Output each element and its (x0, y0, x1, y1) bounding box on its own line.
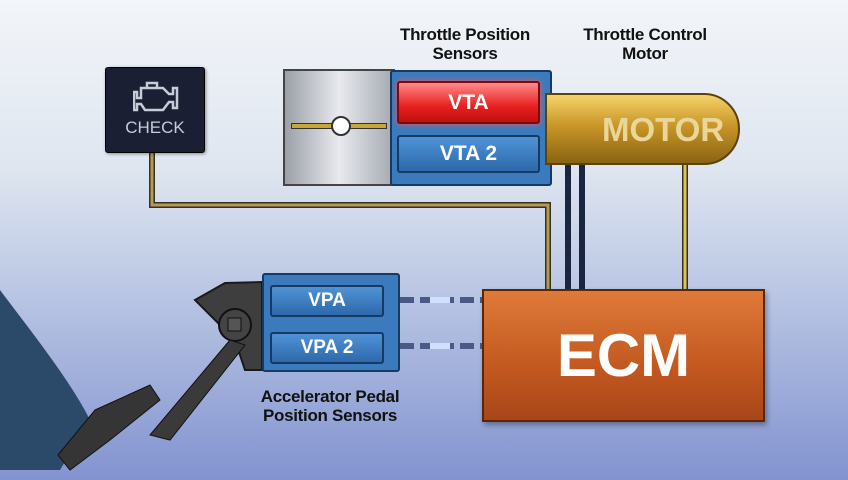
label-line: Sensors (432, 44, 498, 63)
vpa2-sensor: VPA 2 (270, 332, 384, 364)
vta-sensor: VTA (397, 81, 540, 124)
label-line: Position Sensors (262, 406, 398, 425)
leg (0, 290, 90, 470)
vpa-sensor: VPA (270, 285, 384, 317)
throttle-position-sensor-panel: VTA VTA 2 (390, 70, 552, 186)
accelerator-pedal-sensors-label: Accelerator Pedal Position Sensors (240, 387, 420, 425)
check-engine-light: CHECK (105, 67, 205, 153)
vta2-sensor: VTA 2 (397, 135, 540, 173)
motor-label: MOTOR (602, 111, 725, 148)
engine-icon (133, 81, 179, 112)
accelerator-pedal (57, 280, 263, 471)
throttle-shaft (331, 116, 351, 136)
throttle-body (283, 69, 395, 186)
accelerator-pedal-sensor-panel: VPA VPA 2 (262, 273, 400, 372)
throttle-control-motor: MOTOR (545, 93, 740, 165)
label-line: Motor (622, 44, 668, 63)
throttle-position-sensors-label: Throttle Position Sensors (380, 25, 550, 63)
throttle-control-motor-label: Throttle Control Motor (560, 25, 730, 63)
label-line: Accelerator Pedal (260, 387, 400, 406)
label-line: Throttle Control (583, 25, 707, 44)
ecm-label: ECM (556, 322, 691, 389)
check-label: CHECK (125, 118, 185, 137)
label-line: Throttle Position (400, 25, 530, 44)
ecm-unit: ECM (482, 289, 765, 422)
